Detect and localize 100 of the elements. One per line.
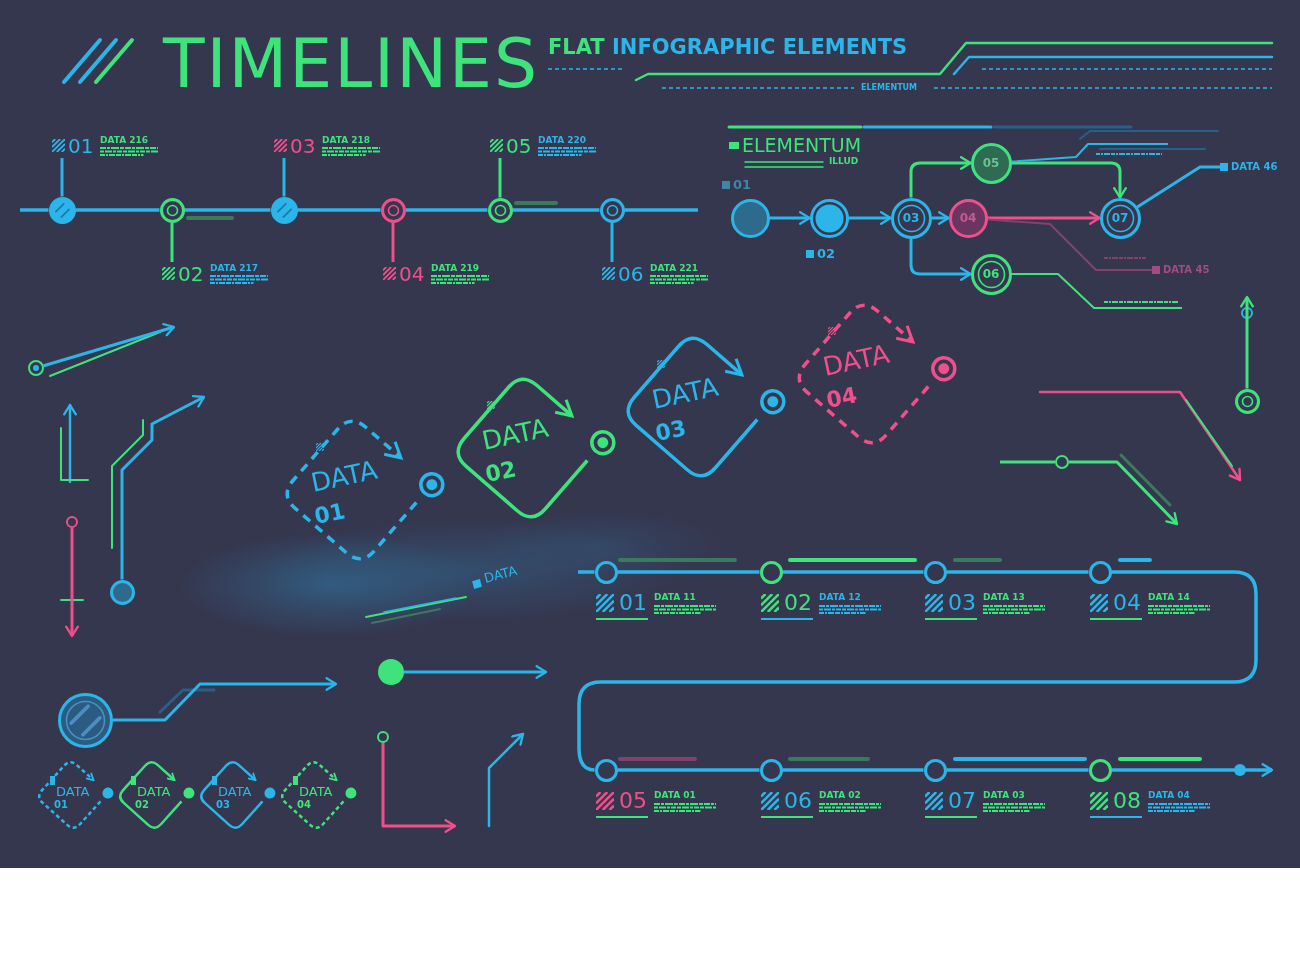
connector-line	[498, 158, 502, 198]
subtitle: FLAT INFOGRAPHIC ELEMENTS	[548, 37, 908, 58]
tile-number: 04	[297, 800, 311, 810]
step-number: 01	[619, 592, 647, 614]
arrow	[909, 156, 972, 198]
arrow	[43, 322, 176, 368]
step-number: 06	[618, 264, 644, 284]
step-number: 02	[784, 592, 812, 614]
data-label: DATA 219	[431, 264, 480, 273]
arrow	[1069, 460, 1179, 526]
arrow	[909, 238, 972, 281]
connector-line	[617, 570, 760, 574]
tile-heading: DATA	[820, 340, 892, 380]
step-number: 07	[948, 790, 976, 812]
title: TIMELINES	[163, 30, 540, 98]
data-label: DATA 220	[538, 136, 587, 145]
step-number: 01	[733, 178, 752, 191]
arrow	[848, 211, 892, 225]
start-circle	[66, 516, 78, 528]
arrow	[769, 211, 811, 225]
data-label: DATA 11	[654, 593, 696, 602]
arrow	[404, 665, 548, 679]
step-number: 06	[784, 790, 812, 812]
timeline-circle	[923, 560, 947, 584]
connector-line	[782, 570, 924, 574]
arrow	[381, 743, 457, 833]
step-circle	[730, 198, 770, 238]
heading-text: ELEMENTUM	[742, 136, 862, 155]
step-number: 03	[290, 136, 316, 156]
connector-line	[1000, 460, 1055, 464]
timeline-circle	[270, 196, 298, 224]
step-number: 03	[948, 592, 976, 614]
timeline-circle	[487, 197, 513, 223]
start-circle	[28, 360, 44, 376]
step-number: 04	[1113, 592, 1141, 614]
connector-line	[297, 208, 381, 212]
tile-number: 04	[824, 384, 859, 412]
timeline-circle	[594, 758, 618, 782]
tile-heading: DATA	[137, 785, 171, 798]
tile-number: 02	[483, 458, 518, 486]
timeline-circle	[1088, 758, 1112, 782]
timeline-circle	[759, 758, 783, 782]
connector-line	[986, 218, 1153, 271]
start-circle	[57, 692, 113, 748]
tile-heading: DATA	[56, 785, 90, 798]
arrow	[931, 211, 950, 225]
timeline-circle	[159, 197, 185, 223]
start-circle	[377, 731, 389, 743]
ring-marker	[1055, 455, 1069, 469]
arrow	[120, 394, 206, 580]
connector-line	[578, 570, 595, 574]
timeline-circle	[594, 560, 618, 584]
data-label: DATA	[482, 563, 519, 585]
tile-heading: DATA	[308, 456, 380, 496]
connector-line	[405, 208, 488, 212]
arrow	[1111, 763, 1274, 777]
step-number: 04	[959, 212, 977, 224]
step-number: 05	[619, 790, 647, 812]
tile-number: 02	[135, 800, 149, 810]
timeline-circle	[48, 196, 76, 224]
timeline-circle	[759, 560, 783, 584]
arrow	[112, 677, 338, 722]
step-number: 07	[1111, 212, 1129, 224]
caption-text: ELEMENTUM	[861, 84, 918, 92]
timeline-circle	[1088, 560, 1112, 584]
timeline-circle	[380, 197, 406, 223]
data-label: DATA 217	[210, 264, 259, 273]
connector-line	[577, 570, 1258, 772]
connector-line	[610, 222, 614, 262]
connector-line	[282, 158, 286, 197]
step-number: 01	[68, 136, 94, 156]
tile-number: 03	[653, 417, 688, 445]
data-label: DATA 02	[819, 791, 861, 800]
tile-number: 01	[54, 800, 68, 810]
step-number: 06	[982, 268, 1000, 280]
arrow	[1011, 161, 1127, 199]
connector-line	[782, 768, 924, 772]
timeline-circle	[923, 758, 947, 782]
step-number: 08	[1113, 790, 1141, 812]
data-label: DATA 218	[322, 136, 371, 145]
tile-heading: DATA	[479, 414, 551, 454]
arrow	[1240, 295, 1254, 389]
tile-heading: DATA	[218, 785, 252, 798]
connector-line	[624, 208, 698, 212]
data-label: DATA 221	[650, 264, 699, 273]
data-label: DATA 04	[1148, 791, 1190, 800]
tile-heading: DATA	[649, 373, 721, 413]
tile-number: 01	[312, 500, 347, 528]
start-dot	[378, 659, 404, 685]
connector-line	[946, 768, 1089, 772]
connector-line	[170, 222, 174, 262]
connector-line	[1136, 165, 1220, 209]
connector-line	[391, 222, 395, 262]
timeline-circle	[599, 197, 625, 223]
start-circle	[109, 579, 135, 605]
step-number: 05	[506, 136, 532, 156]
end-circle	[1234, 388, 1260, 414]
arrow	[987, 211, 1101, 225]
connector-line	[617, 768, 760, 772]
arrow	[65, 528, 79, 638]
